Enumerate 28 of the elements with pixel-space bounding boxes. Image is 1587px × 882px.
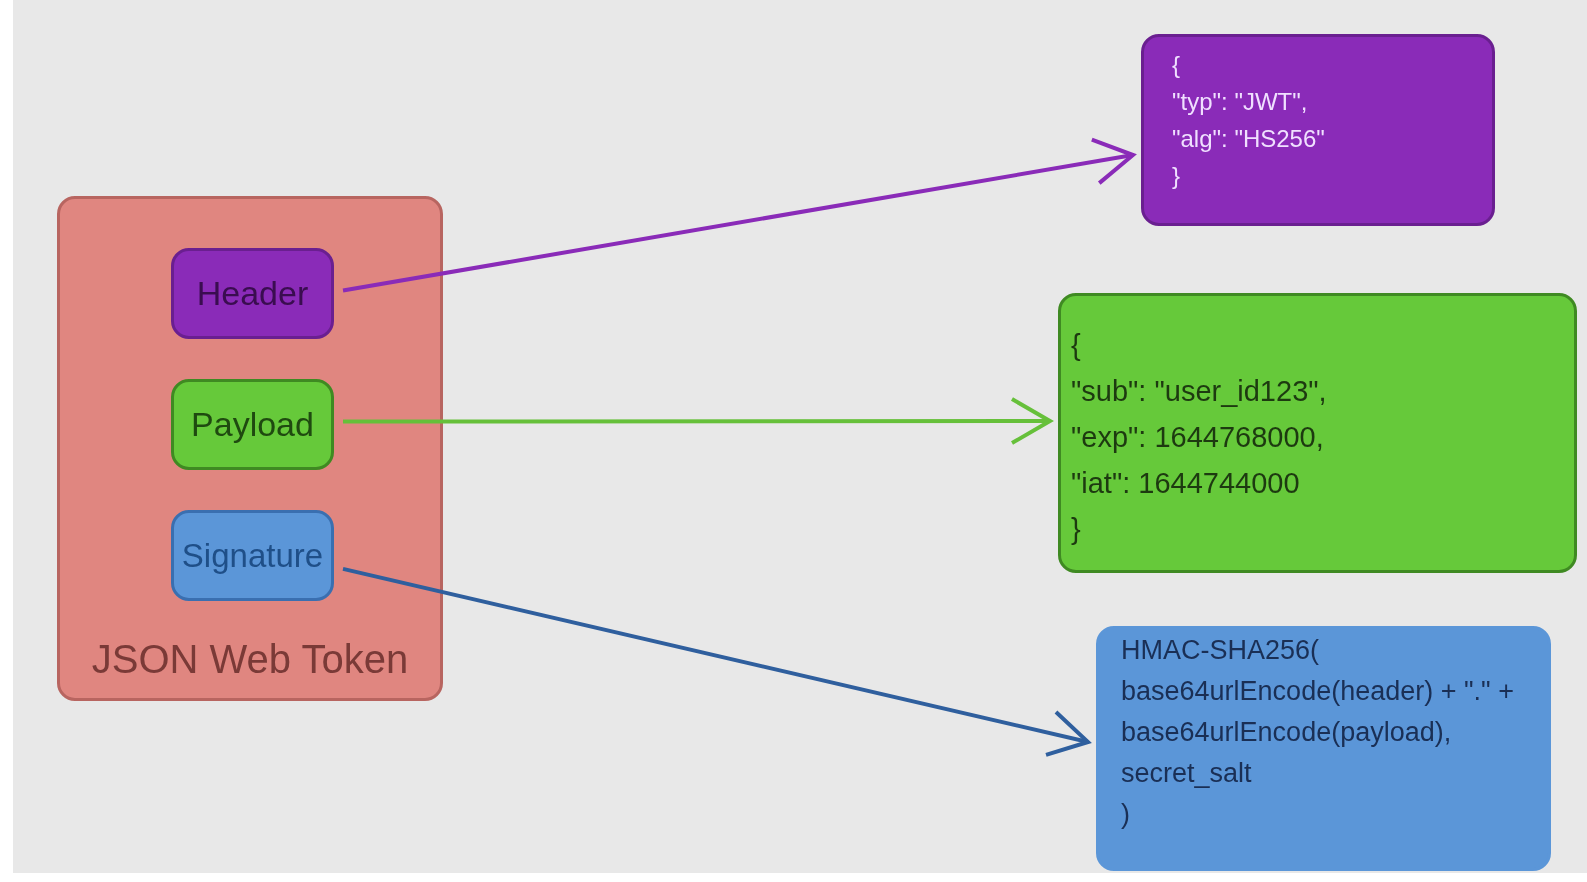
code-box <box>1141 34 1495 226</box>
code-line: } <box>1071 512 1081 546</box>
code-line: HMAC-SHA256( <box>1121 634 1320 666</box>
arrow <box>343 397 1052 446</box>
code-line: "typ": "JWT", <box>1172 87 1308 116</box>
code-line: "alg": "HS256" <box>1172 124 1325 153</box>
code-line: base64urlEncode(payload), <box>1121 716 1452 748</box>
process-box <box>171 510 334 601</box>
arrow <box>342 137 1135 293</box>
process-box <box>171 379 334 470</box>
code-line: "iat": 1644744000 <box>1071 466 1300 500</box>
arrow <box>342 566 1090 757</box>
code-line: secret_salt <box>1121 757 1252 789</box>
code-line: { <box>1071 328 1081 362</box>
box-label: Signature <box>180 536 325 575</box>
box-label: Header <box>195 273 310 314</box>
code-line: ) <box>1121 798 1130 830</box>
code-line: { <box>1172 50 1180 79</box>
container-title: JSON Web Token <box>90 637 410 682</box>
code-line: "exp": 1644768000, <box>1071 420 1324 454</box>
code-box <box>1096 626 1551 871</box>
box-label: Payload <box>190 404 315 445</box>
code-box <box>1058 293 1577 573</box>
code-line: base64urlEncode(header) + "." + <box>1121 675 1514 707</box>
process-box <box>171 248 334 339</box>
code-line: } <box>1172 161 1180 190</box>
container-box <box>57 196 443 701</box>
code-line: "sub": "user_id123", <box>1071 374 1327 408</box>
